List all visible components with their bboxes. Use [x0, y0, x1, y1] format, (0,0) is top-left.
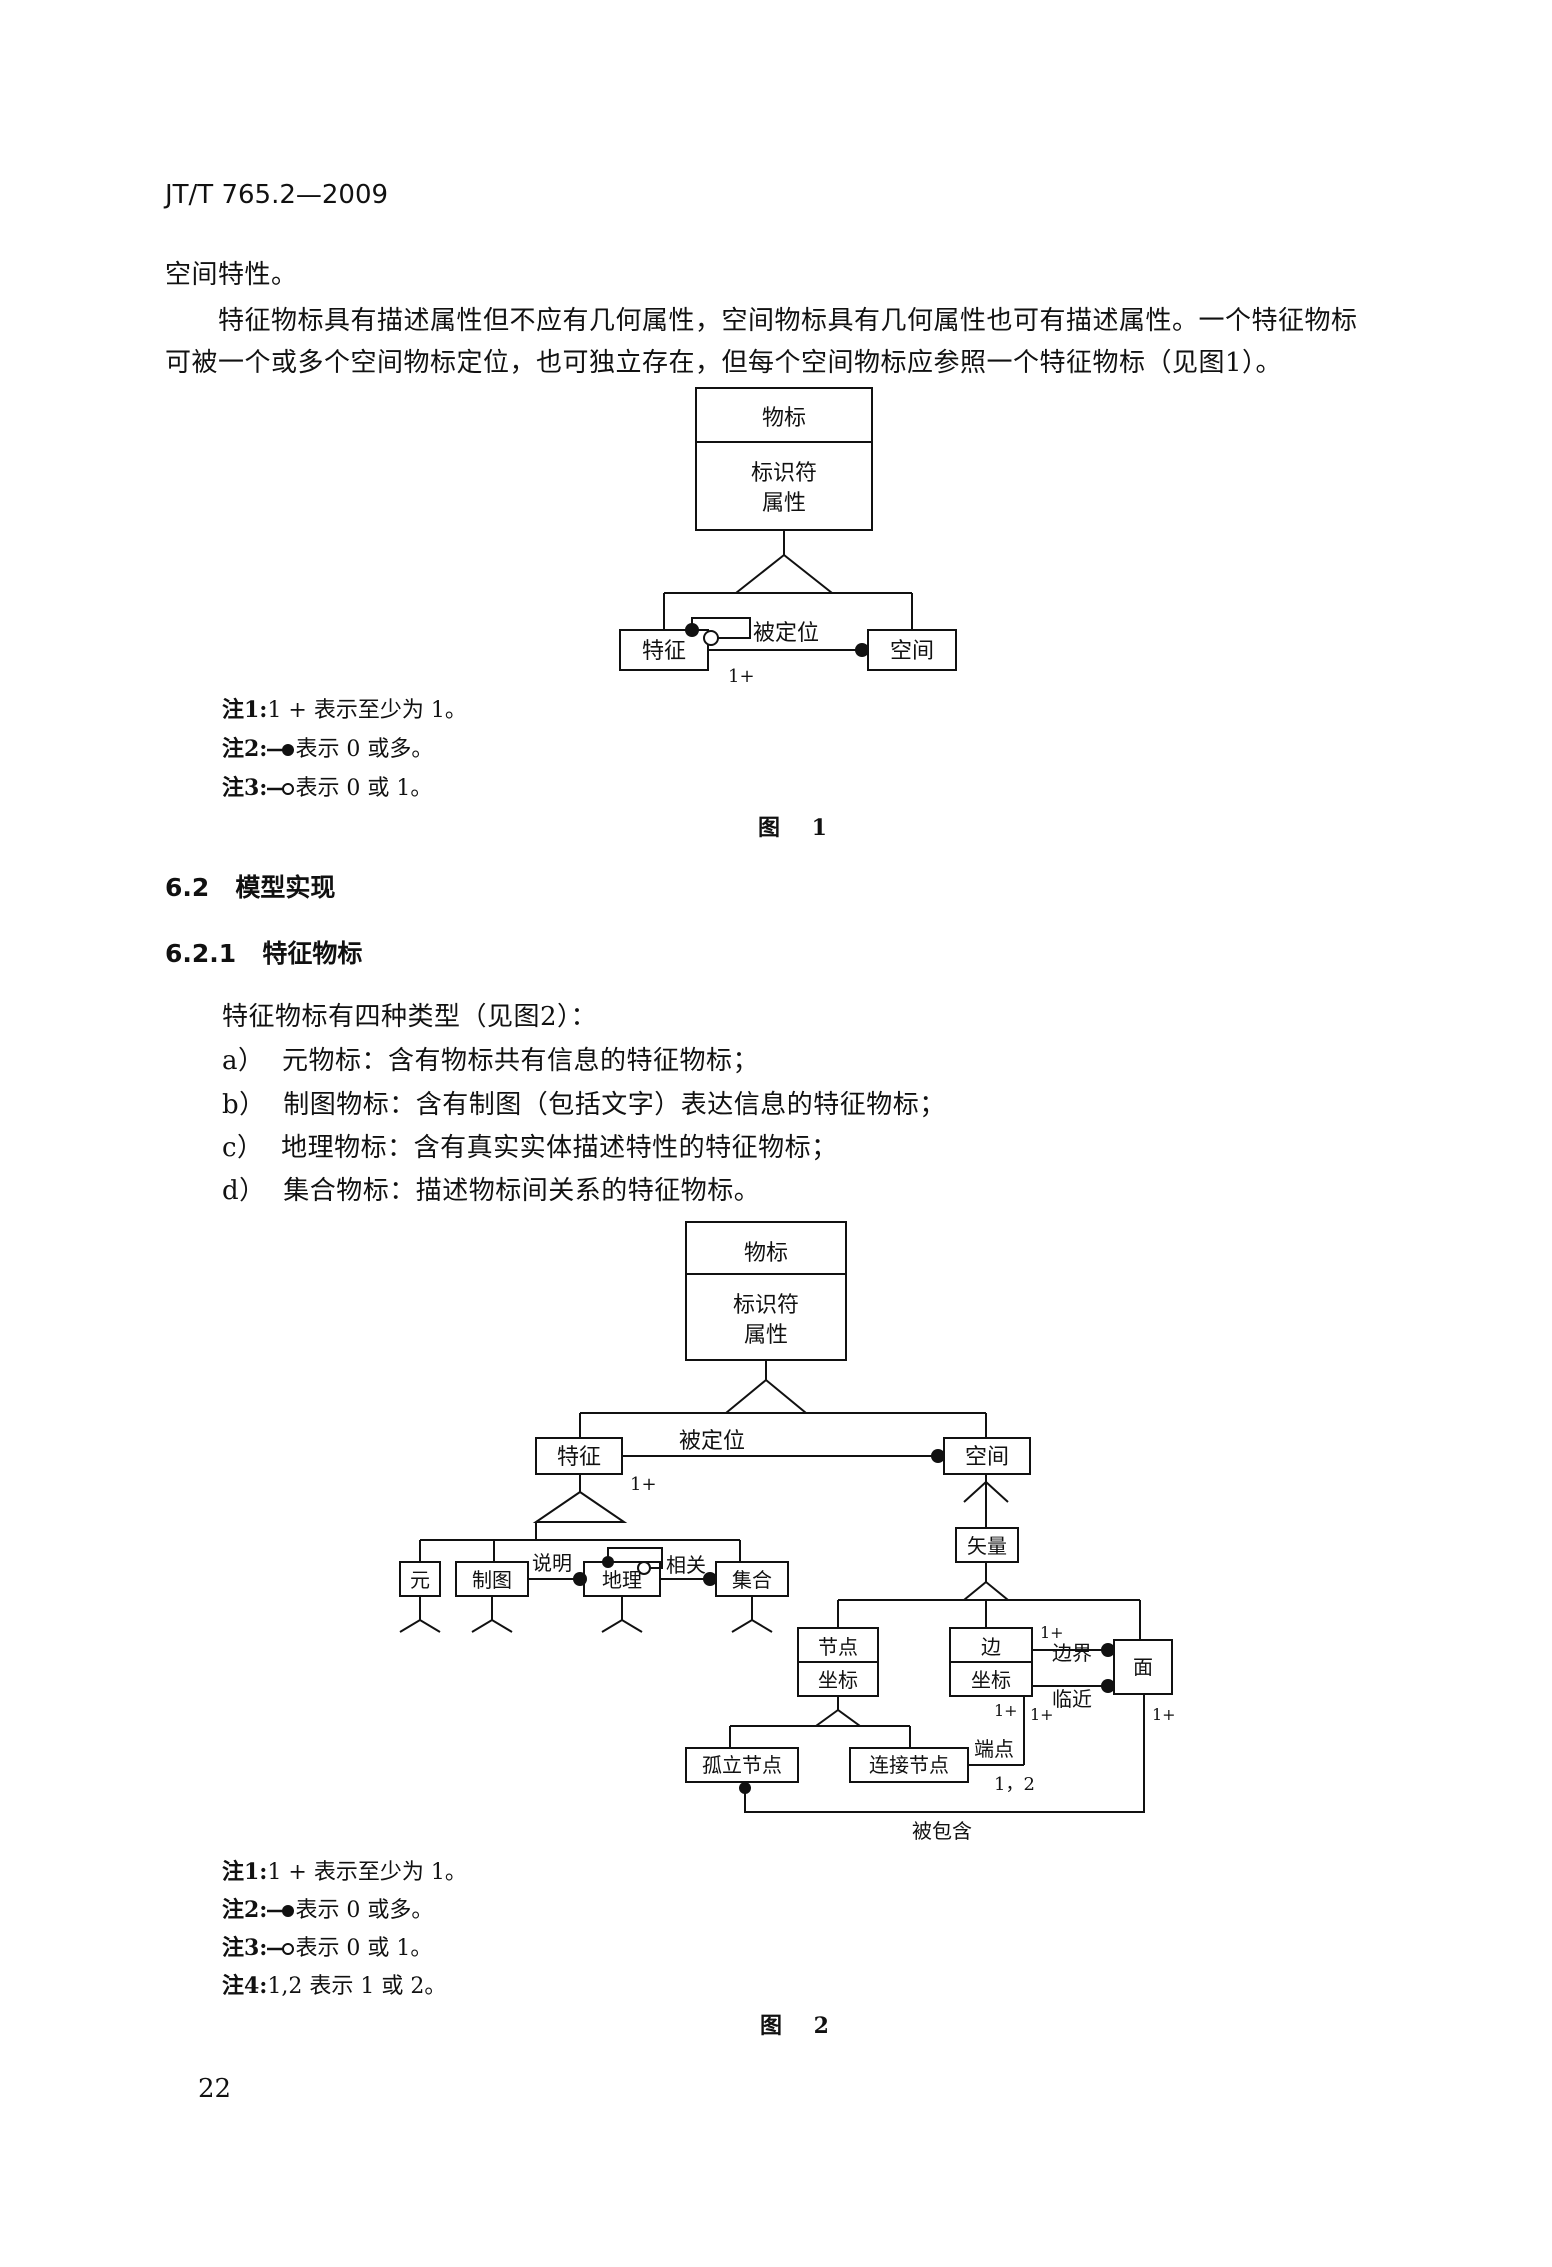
note-4: 注4:1,2 表示 1 或 2。 [222, 1973, 447, 1999]
endpoint-label: 端点 [974, 1737, 1014, 1761]
multiplicity-label: 1+ [728, 666, 755, 687]
node-coord-label: 坐标 [818, 1668, 858, 1692]
meta-label: 元 [410, 1568, 430, 1592]
section-6-2-heading: 6.2 模型实现 [165, 873, 336, 902]
paragraph-continuation: 空间特性。 [165, 260, 298, 290]
list-item-a: a） 元物标：含有物标共有信息的特征物标； [222, 1046, 760, 1076]
class-attr-identifier: 标识符 [733, 1293, 799, 1318]
many-dot-marker [1101, 1679, 1115, 1693]
multiplicity-label: 1+ [1152, 1705, 1176, 1724]
list-item-d: d） 集合物标：描述物标间关系的特征物标。 [222, 1176, 761, 1206]
cartographic-label: 制图 [472, 1568, 512, 1592]
list-item-b: b） 制图物标：含有制图（包括文字）表达信息的特征物标； [222, 1090, 946, 1120]
spatial-label: 空间 [965, 1445, 1009, 1470]
feature-label: 特征 [557, 1445, 601, 1470]
collection-label: 集合 [732, 1568, 772, 1592]
connected-node-label: 连接节点 [869, 1753, 949, 1777]
node-label: 节点 [818, 1635, 858, 1659]
vector-label: 矢量 [967, 1534, 1007, 1558]
generalization-triangle [723, 1378, 809, 1414]
multiplicity-label: 1+ [1030, 1705, 1054, 1724]
note-2: 注2:表示 0 或多。 [222, 1897, 434, 1923]
many-dot-marker [573, 1572, 587, 1586]
figure-1-caption: 图 1 [758, 815, 839, 841]
adjacent-label: 临近 [1052, 1687, 1092, 1711]
class-name: 物标 [744, 1241, 788, 1266]
isolated-node-label: 孤立节点 [702, 1753, 782, 1777]
note-1: 注1:1 + 表示至少为 1。 [222, 697, 467, 723]
multiplicity-label: 1+ [630, 1474, 657, 1495]
geo-label: 地理 [602, 1568, 642, 1592]
many-dot-marker [685, 623, 699, 637]
many-dot-marker [855, 643, 869, 657]
contained-label: 被包含 [912, 1819, 972, 1843]
related-label: 相关 [666, 1553, 706, 1577]
feature-label: 特征 [642, 639, 686, 664]
multiplicity-label: 1+ [994, 1701, 1018, 1720]
figure-2-diagram: 物标 标识符 属性 特征 空间 被定位 1+ 元 制图 地理 集合 说明 相关 … [399, 1221, 1176, 1843]
many-dot-marker [1101, 1643, 1115, 1657]
class-attr-identifier: 标识符 [751, 461, 817, 486]
types-intro: 特征物标有四种类型（见图2）： [222, 1002, 598, 1032]
assoc-label: 被定位 [753, 621, 819, 646]
boundary-label: 边界 [1052, 1641, 1092, 1665]
explain-label: 说明 [532, 1551, 572, 1575]
optional-circle-marker [703, 630, 719, 646]
multiplicity-label: 1+ [1040, 1623, 1064, 1642]
paragraph-line: 特征物标具有描述属性但不应有几何属性，空间物标具有几何属性也可有描述属性。一个特… [218, 306, 1358, 336]
document-code: JT/T 765.2—2009 [165, 180, 389, 210]
note-3: 注3:表示 0 或 1。 [222, 775, 433, 801]
class-attr-attribute: 属性 [744, 1323, 788, 1348]
note-2: 注2:表示 0 或多。 [222, 736, 434, 762]
page-number: 22 [198, 2074, 232, 2104]
open-circle-symbol [267, 1943, 295, 1955]
edge-label: 边 [981, 1635, 1001, 1659]
class-name: 物标 [762, 406, 806, 431]
note-1: 注1:1 + 表示至少为 1。 [222, 1859, 467, 1885]
spatial-label: 空间 [890, 639, 934, 664]
class-attr-attribute: 属性 [762, 491, 806, 516]
open-circle-symbol [267, 783, 295, 795]
located-label: 被定位 [679, 1429, 745, 1454]
one-two-label: 1，2 [994, 1774, 1035, 1795]
edge-coord-label: 坐标 [971, 1668, 1011, 1692]
many-dot-marker [931, 1449, 945, 1463]
optional-circle-marker [637, 1561, 651, 1575]
list-item-c: c） 地理物标：含有真实实体描述特性的特征物标； [222, 1133, 838, 1163]
face-label: 面 [1133, 1655, 1153, 1679]
many-dot-marker [739, 1782, 751, 1794]
paragraph-line: 可被一个或多个空间物标定位，也可独立存在，但每个空间物标应参照一个特征物标（见图… [165, 348, 1283, 378]
section-6-2-1-heading: 6.2.1 特征物标 [165, 939, 363, 968]
many-dot-marker [703, 1572, 717, 1586]
filled-dot-symbol [267, 744, 295, 756]
generalization-triangle [733, 553, 835, 594]
generalization-triangle [532, 1490, 628, 1523]
note-3: 注3:表示 0 或 1。 [222, 1935, 433, 1961]
isolated-node-box [685, 1747, 799, 1783]
filled-dot-symbol [267, 1905, 295, 1917]
figure-1-diagram: 物标 标识符 属性 特征 空间 被定位 1+ [619, 387, 957, 687]
many-dot-marker [602, 1556, 614, 1568]
figure-2-caption: 图 2 [760, 2013, 841, 2039]
